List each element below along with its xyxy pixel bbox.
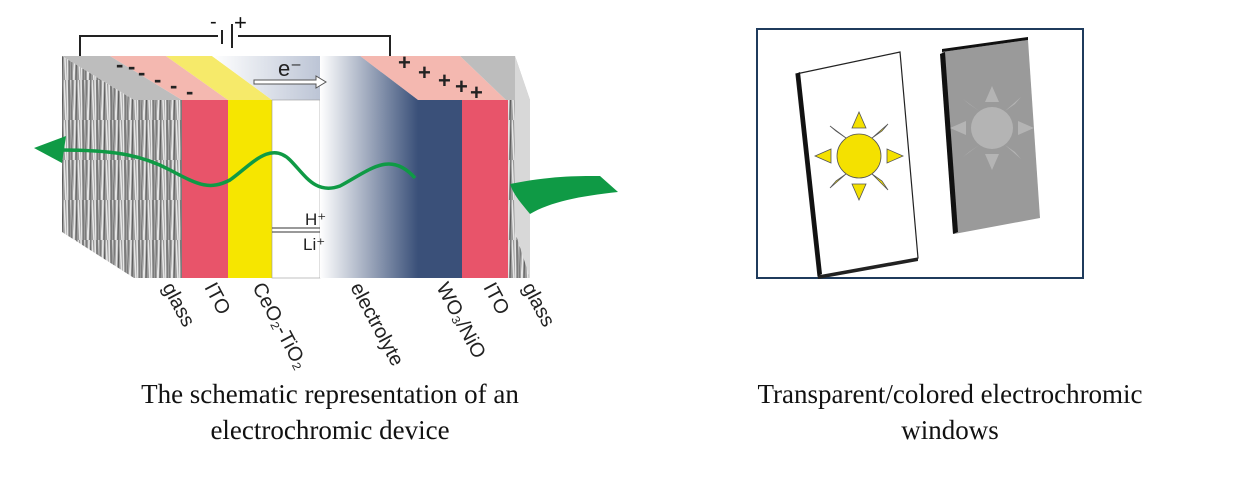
- neg-charge: -: [128, 54, 135, 79]
- tinted-window-edge: [940, 52, 958, 234]
- electron-label: e⁻: [278, 56, 302, 81]
- faded-sun-icon: [950, 86, 1034, 170]
- positive-charges: + + + + +: [398, 50, 483, 105]
- caption-left: The schematic representation of an elect…: [60, 376, 600, 448]
- caption-right-line-2: windows: [901, 415, 999, 445]
- negative-charges: - - - - - -: [116, 52, 193, 104]
- transparent-window-edge: [796, 72, 822, 276]
- label-electrolyte: electrolyte: [346, 279, 408, 370]
- glass-left-front: [134, 100, 182, 278]
- light-arrow-head-left: [34, 136, 66, 163]
- pos-charge: +: [455, 74, 468, 99]
- top-face-left-glass: [62, 56, 182, 100]
- ion-li-label: Li⁺: [303, 235, 325, 254]
- tinted-window: [940, 37, 1040, 234]
- pos-charge: +: [418, 60, 431, 85]
- electrochromic-device: - + - - - - - - + + +: [34, 10, 618, 373]
- neg-charge: -: [116, 52, 123, 77]
- top-face-right-glass: [460, 56, 530, 100]
- pos-charge: +: [438, 68, 451, 93]
- caption-right: Transparent/colored electrochromic windo…: [700, 376, 1200, 448]
- top-face-left-ito: [110, 56, 228, 100]
- transparent-window: [795, 51, 919, 279]
- pos-charge: +: [398, 50, 411, 75]
- ito-right-layer: [462, 100, 508, 278]
- glass-left-side: [62, 56, 134, 278]
- ion-h-label: H⁺: [305, 210, 326, 229]
- label-glass-right: glass: [518, 279, 559, 331]
- battery-minus: -: [210, 11, 217, 33]
- neg-charge: -: [154, 67, 161, 92]
- layer-labels: glass ITO CeO₂-TiO₂ electrolyte WO₃/NiO …: [158, 279, 559, 373]
- ceo2-tio2-layer: [228, 100, 272, 278]
- pos-charge: +: [470, 80, 483, 105]
- circuit-wire: [79, 35, 391, 58]
- caption-right-line-1: Transparent/colored electrochromic: [757, 379, 1143, 409]
- label-ceo2-tio2: CeO₂-TiO₂: [248, 279, 312, 373]
- wo3-nio-layer: [418, 100, 462, 278]
- caption-left-line-2: electrochromic device: [210, 415, 450, 445]
- light-wave: [59, 148, 417, 190]
- battery-plus: +: [234, 10, 247, 35]
- ito-left-layer: [182, 100, 228, 278]
- glass-right-side: [515, 56, 530, 278]
- label-glass-left: glass: [158, 279, 199, 331]
- top-face-ceo2: [166, 56, 272, 100]
- tinted-window-top: [942, 37, 1028, 52]
- neg-charge: -: [170, 73, 177, 98]
- electrolyte-layer-gradient: [320, 56, 418, 278]
- electrolyte-layer-front: [271, 99, 321, 279]
- window-illustration: [756, 28, 1084, 279]
- transparent-window-bottom: [818, 258, 918, 279]
- neg-charge: -: [138, 60, 145, 85]
- top-face-right-ito: [360, 56, 506, 100]
- neg-charge: -: [186, 79, 193, 104]
- caption-left-line-1: The schematic representation of an: [141, 379, 519, 409]
- light-incoming-ribbon: [510, 176, 618, 214]
- sun-icon: [814, 111, 904, 201]
- electron-arrow: [253, 75, 327, 89]
- label-ito-left: ITO: [200, 279, 235, 318]
- label-ito-right: ITO: [479, 279, 514, 318]
